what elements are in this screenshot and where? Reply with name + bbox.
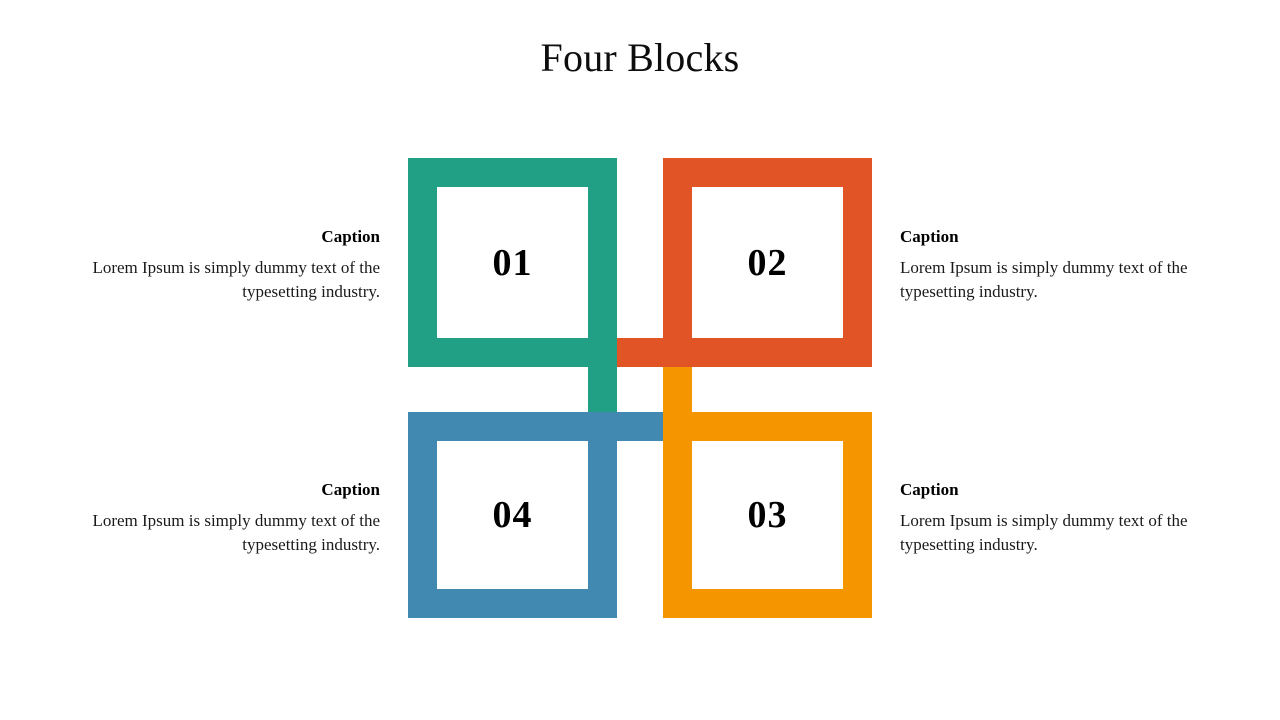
block-01-bar-left xyxy=(408,158,437,367)
caption-block-04-title: Caption xyxy=(321,480,380,499)
block-03-bar-top xyxy=(663,412,872,441)
block-01-bar-bottom xyxy=(408,338,617,367)
caption-block-01: Caption Lorem Ipsum is simply dummy text… xyxy=(80,226,380,304)
block-04-bar-top xyxy=(408,412,663,441)
caption-block-04: Caption Lorem Ipsum is simply dummy text… xyxy=(80,479,380,557)
block-04-number: 04 xyxy=(492,494,533,536)
caption-block-01-body: Lorem Ipsum is simply dummy text of the … xyxy=(92,258,380,301)
block-02-bar-right xyxy=(843,158,872,367)
caption-block-02-body: Lorem Ipsum is simply dummy text of the … xyxy=(900,258,1188,301)
block-03-bar-left xyxy=(663,367,692,618)
caption-block-03: Caption Lorem Ipsum is simply dummy text… xyxy=(900,479,1200,557)
block-03-bar-bottom xyxy=(663,589,872,618)
block-01-number: 01 xyxy=(492,241,533,284)
caption-block-02-title: Caption xyxy=(900,227,959,246)
block-01-bar-right xyxy=(588,158,617,412)
block-01-bar-top xyxy=(408,158,617,187)
page-title: Four Blocks xyxy=(540,35,740,80)
block-04-bar-left xyxy=(408,412,437,618)
caption-block-02: Caption Lorem Ipsum is simply dummy text… xyxy=(900,226,1200,304)
block-03-number: 03 xyxy=(747,494,788,536)
caption-block-03-body: Lorem Ipsum is simply dummy text of the … xyxy=(900,511,1188,554)
caption-block-04-body: Lorem Ipsum is simply dummy text of the … xyxy=(92,511,380,554)
block-02-number: 02 xyxy=(747,241,788,284)
block-03-bar-right xyxy=(843,412,872,618)
caption-block-01-title: Caption xyxy=(321,227,380,246)
block-02-bar-top xyxy=(663,158,872,187)
block-04-bar-bottom xyxy=(408,589,617,618)
caption-block-03-title: Caption xyxy=(900,480,959,499)
block-02-bar-bottom xyxy=(617,338,872,367)
block-04-bar-right xyxy=(588,412,617,618)
block-02-bar-left xyxy=(663,158,692,367)
